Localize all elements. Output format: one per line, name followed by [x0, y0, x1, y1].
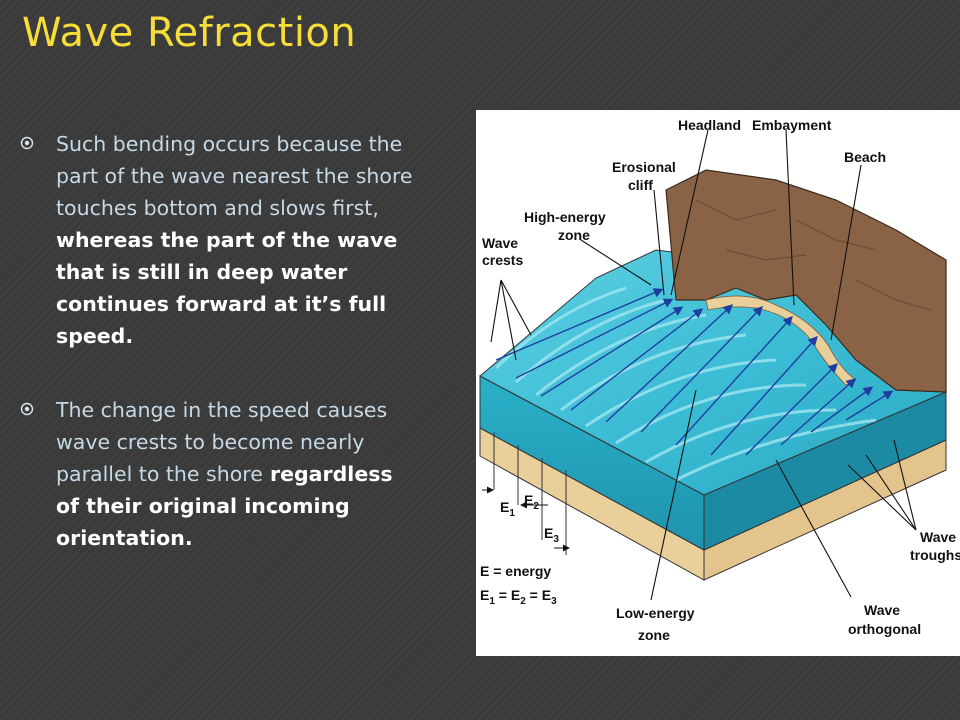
label-erosional-2: cliff: [628, 177, 653, 193]
label-orthogonal-1: Wave: [864, 602, 900, 618]
cliff-texture: [695, 199, 932, 311]
label-wave-crests-2: crests: [482, 252, 523, 268]
label-low-energy-2: zone: [638, 627, 670, 643]
wave-orthogonal-arrows: [495, 288, 894, 456]
label-embayment: Embayment: [752, 117, 832, 133]
bullet-icon: [20, 136, 34, 150]
wave-refraction-diagram: Headland Embayment Beach Erosional cliff…: [476, 110, 960, 656]
label-low-energy-1: Low-energy: [616, 605, 695, 621]
label-beach: Beach: [844, 149, 886, 165]
bullet-item-1: Such bending occurs because the part of …: [20, 128, 420, 352]
bullet-1-text-regular: Such bending occurs because the part of …: [56, 132, 413, 220]
bullet-list: Such bending occurs because the part of …: [20, 128, 420, 596]
headland-cliff: [665, 169, 947, 393]
label-wave-troughs-2: troughs: [910, 547, 960, 563]
label-high-energy-2: zone: [558, 227, 590, 243]
label-e3: E3: [544, 525, 559, 545]
label-energy-legend: E = energy: [480, 563, 551, 579]
bullet-2-text-bold: regardless of their original incoming or…: [56, 462, 393, 550]
bullet-item-2: The change in the speed causes wave cres…: [20, 394, 420, 554]
diagram-svg: Headland Embayment Beach Erosional cliff…: [479, 117, 960, 643]
label-high-energy-1: High-energy: [524, 209, 606, 225]
energy-arrows: [482, 486, 570, 552]
label-headland: Headland: [678, 117, 741, 133]
bullet-2-text-regular: The change in the speed causes wave cres…: [56, 398, 388, 486]
slide-title: Wave Refraction: [22, 10, 357, 56]
bullet-icon: [20, 402, 34, 416]
label-erosional-1: Erosional: [612, 159, 676, 175]
label-wave-crests-1: Wave: [482, 235, 518, 251]
label-e1: E1: [500, 499, 515, 519]
label-energy-equation: E1 = E2 = E3: [480, 587, 557, 607]
energy-drop-lines: [493, 432, 567, 555]
label-orthogonal-2: orthogonal: [848, 621, 921, 637]
label-leader-lines: [490, 129, 917, 601]
label-e2: E2: [524, 492, 539, 512]
label-wave-troughs-1: Wave: [920, 529, 956, 545]
bullet-1-text-bold: whereas the part of the wave that is sti…: [56, 228, 398, 348]
